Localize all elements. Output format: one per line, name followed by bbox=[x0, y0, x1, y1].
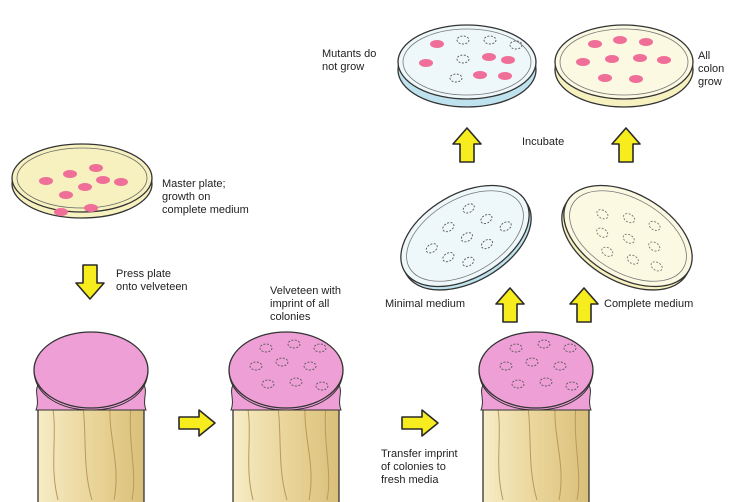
master-plate-label-line: complete medium bbox=[162, 204, 249, 217]
petri-dish-icon bbox=[555, 25, 693, 107]
mutants-label-line: not grow bbox=[322, 61, 376, 74]
incubate-label-text: Incubate bbox=[522, 136, 564, 149]
incubate-label: Incubate bbox=[522, 136, 564, 149]
master-plate-icon bbox=[12, 144, 152, 218]
up-arrow-icon bbox=[453, 128, 481, 162]
transfer-imprint-label: Transfer imprint of colonies to fresh me… bbox=[381, 448, 458, 487]
velveteen-block-icon bbox=[479, 332, 593, 502]
right-arrow-icon bbox=[179, 410, 215, 436]
petri-dish-icon bbox=[383, 165, 548, 311]
press-plate-label-line: Press plate bbox=[116, 268, 188, 281]
up-arrow-icon bbox=[612, 128, 640, 162]
master-plate-label-line: Master plate; bbox=[162, 178, 249, 191]
press-plate-label-line: onto velveteen bbox=[116, 281, 188, 294]
velveteen-imprint-label-line: Velveteen with bbox=[270, 285, 341, 298]
all-colonies-label-line: colon bbox=[698, 63, 724, 76]
press-plate-label: Press plate onto velveteen bbox=[116, 268, 188, 294]
all-colonies-label-line: All bbox=[698, 50, 724, 63]
master-plate-label: Master plate; growth on complete medium bbox=[162, 178, 249, 217]
up-arrow-icon bbox=[570, 288, 598, 322]
right-arrow-icon bbox=[402, 410, 438, 436]
master-plate-label-line: growth on bbox=[162, 191, 249, 204]
minimal-medium-label-text: Minimal medium bbox=[385, 298, 465, 311]
velveteen-imprint-label-line: imprint of all bbox=[270, 298, 341, 311]
petri-dish-icon bbox=[398, 25, 536, 107]
complete-medium-label: Complete medium bbox=[604, 298, 693, 311]
all-colonies-label: All colon grow bbox=[698, 50, 724, 89]
mutants-label: Mutants do not grow bbox=[322, 48, 376, 74]
petri-dish-icon bbox=[544, 165, 709, 311]
down-arrow-icon bbox=[76, 265, 104, 299]
minimal-medium-label: Minimal medium bbox=[385, 298, 465, 311]
transfer-imprint-label-line: of colonies to bbox=[381, 461, 458, 474]
velveteen-block-icon bbox=[34, 332, 148, 502]
velveteen-imprint-label: Velveteen with imprint of all colonies bbox=[270, 285, 341, 324]
mutants-label-line: Mutants do bbox=[322, 48, 376, 61]
transfer-imprint-label-line: Transfer imprint bbox=[381, 448, 458, 461]
transfer-imprint-label-line: fresh media bbox=[381, 474, 458, 487]
velveteen-imprint-label-line: colonies bbox=[270, 311, 341, 324]
velveteen-block-icon bbox=[229, 332, 343, 502]
complete-medium-label-text: Complete medium bbox=[604, 298, 693, 311]
all-colonies-label-line: grow bbox=[698, 76, 724, 89]
up-arrow-icon bbox=[496, 288, 524, 322]
